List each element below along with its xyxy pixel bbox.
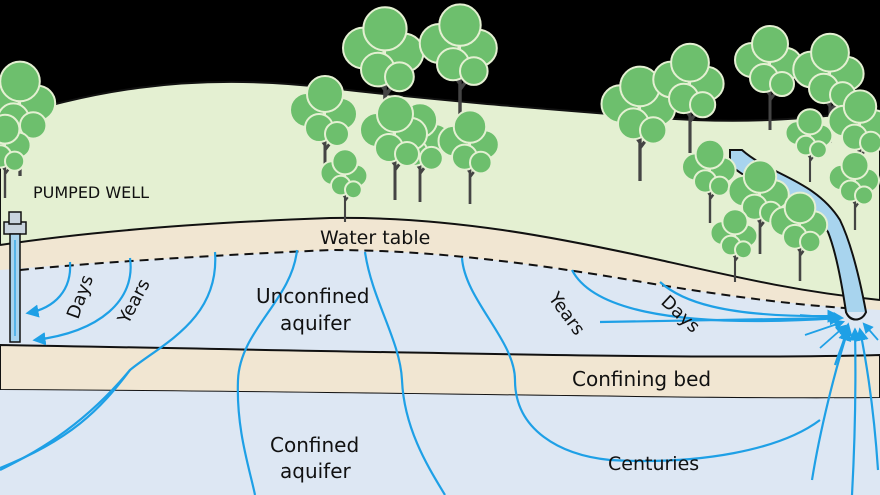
tree-icon — [784, 108, 834, 182]
tree-icon — [827, 89, 880, 184]
convergence-arrows — [799, 311, 879, 349]
flow-line — [855, 327, 880, 471]
centuries-label: Centuries — [608, 453, 699, 475]
tree-icon — [727, 159, 790, 254]
flow-line — [25, 261, 72, 318]
unconfined-aquifer — [0, 250, 880, 357]
flow-lines — [0, 249, 880, 495]
unconfined-label-line1: Unconfined — [256, 284, 370, 308]
trees — [0, 3, 880, 282]
flow-line — [0, 251, 217, 470]
tree-icon — [734, 25, 803, 130]
flow-line — [848, 327, 862, 495]
tree-icon — [342, 6, 425, 132]
tree-icon — [652, 42, 725, 153]
stream-bed — [845, 311, 867, 321]
unconfined-label-line2: aquifer — [280, 311, 352, 335]
tree-icon — [0, 113, 32, 198]
tree-icon — [769, 191, 829, 281]
confined-label-line2: aquifer — [280, 459, 352, 483]
water-table-label: Water table — [320, 227, 430, 249]
confined-aquifer — [0, 390, 880, 495]
flow-line — [460, 257, 821, 463]
tree-icon — [709, 208, 759, 282]
water-table-line — [19, 248, 846, 309]
tree-icon — [437, 109, 500, 204]
tree-icon — [289, 75, 358, 180]
flow-line — [363, 251, 446, 495]
tree-icon — [319, 148, 369, 222]
tree-icon — [681, 138, 737, 223]
pumped-well-label: PUMPED WELL — [33, 183, 149, 202]
confined-label-line1: Confined — [270, 433, 359, 457]
well-icon — [3, 211, 27, 343]
flow-line — [0, 369, 131, 471]
flow-line — [236, 249, 299, 495]
tree-icon — [600, 65, 677, 181]
flow-line — [659, 281, 841, 323]
tree-icon — [827, 151, 880, 230]
flow-line — [571, 269, 843, 326]
confining-bed-label: Confining bed — [572, 367, 711, 391]
tree-icon — [418, 3, 498, 124]
flow-line — [32, 257, 132, 346]
flow-line — [810, 327, 852, 481]
flow-line — [599, 316, 841, 324]
tree-icon — [359, 95, 428, 200]
vadose-top-line — [0, 216, 880, 301]
